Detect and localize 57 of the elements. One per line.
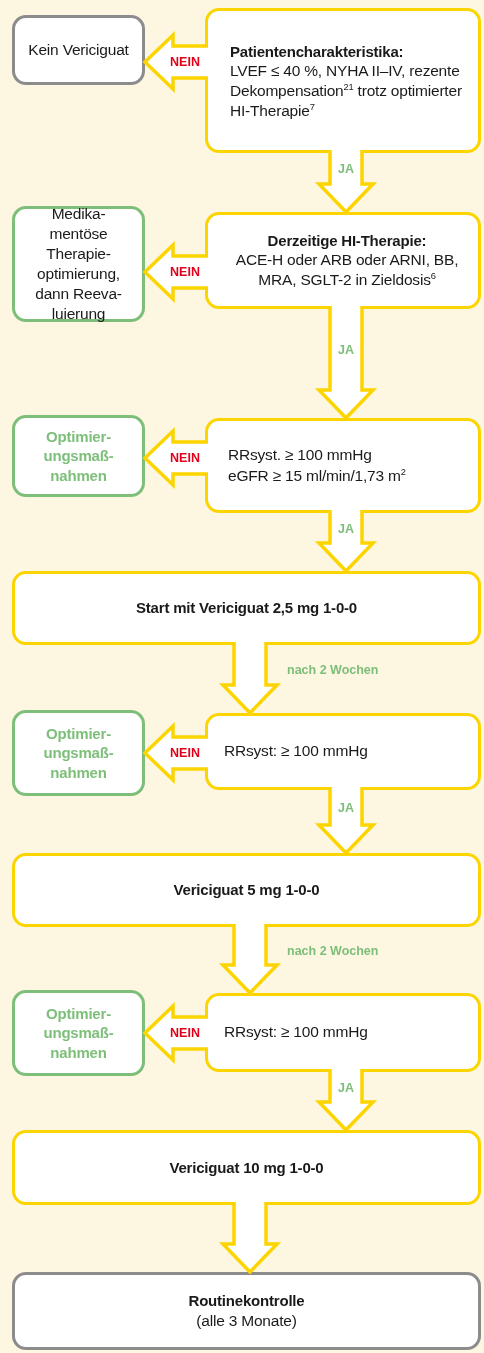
process-box [12, 990, 145, 1076]
decision-box [205, 8, 481, 153]
process-box [12, 415, 145, 497]
decision-box [205, 713, 481, 790]
decision-box [205, 418, 481, 513]
edge-label: NEIN [170, 1026, 200, 1040]
edge-label: JA [338, 521, 354, 536]
block-arrow [142, 30, 210, 94]
box-text: LVEF ≤ 40 %, NYHA II–IV, rezente Dekompensation$^{21}$ trotz optimierter HI-Therapie$^{7}$ [230, 61, 463, 122]
box-text: Medika-mentöse Therapie-optimierung, dann Reeva-luierung [34, 203, 123, 325]
box-text: ACE-H oder ARB oder ARNI, BB, MRA, SGLT-2 in Zieldosis$^{6}$ [234, 250, 460, 291]
box-heading: Start mit Vericiguat 2,5 mg 1-0-0 [135, 598, 358, 618]
decision-box [12, 571, 481, 645]
box-heading: Routinekontrolle [187, 1291, 306, 1311]
block-arrow [314, 785, 378, 856]
block-arrow [142, 1001, 210, 1065]
box-heading: Optimier-ungsmaß-nahmen [42, 723, 115, 783]
edge-label: JA [338, 801, 354, 815]
box-heading: Vericiguat 5 mg 1-0-0 [172, 880, 321, 900]
edge-label: JA [338, 1080, 354, 1095]
box-text: RRsyst: ≥ 100 mmHg [224, 741, 369, 762]
decision-box [12, 1130, 481, 1205]
box-text: (alle 3 Monate) [195, 1310, 298, 1331]
edge-label: NEIN [170, 55, 200, 69]
edge-label: nach 2 Wochen [287, 943, 379, 958]
block-arrow [142, 721, 210, 785]
edge-label: NEIN [170, 265, 200, 279]
decision-box [205, 212, 481, 309]
edge-label: NEIN [170, 451, 200, 465]
process-box [12, 15, 145, 85]
edge-label: NEIN [170, 746, 200, 760]
decision-box [12, 853, 481, 927]
block-arrow [314, 508, 378, 574]
box-heading: Optimier-ungsmaß-nahmen [42, 1003, 115, 1063]
block-arrow [218, 1200, 282, 1275]
box-text: Kein Vericiguat [27, 39, 130, 60]
block-arrow [218, 922, 282, 996]
box-text: RRsyst. ≥ 100 mmHg [228, 445, 373, 466]
process-box [12, 206, 145, 322]
box-heading: Patientencharakteristika: [230, 41, 405, 62]
edge-label: JA [338, 162, 354, 176]
block-arrow [142, 240, 210, 304]
edge-label: JA [338, 343, 354, 357]
block-arrow [142, 426, 210, 490]
edge-label: nach 2 Wochen [287, 662, 379, 677]
box-text: eGFR ≥ 15 ml/min/1,73 m$^{2}$ [228, 465, 407, 486]
process-box [12, 710, 145, 796]
box-text: RRsyst: ≥ 100 mmHg [224, 1022, 369, 1043]
block-arrow [218, 640, 282, 716]
block-arrow [314, 148, 378, 215]
block-arrow [314, 304, 378, 421]
box-heading: Derzeitige HI-Therapie: [266, 230, 428, 251]
block-arrow [314, 1067, 378, 1133]
decision-box [205, 993, 481, 1072]
process-box [12, 1272, 481, 1350]
box-heading: Optimier-ungsmaß-nahmen [42, 426, 115, 486]
box-heading: Vericiguat 10 mg 1-0-0 [168, 1157, 325, 1178]
